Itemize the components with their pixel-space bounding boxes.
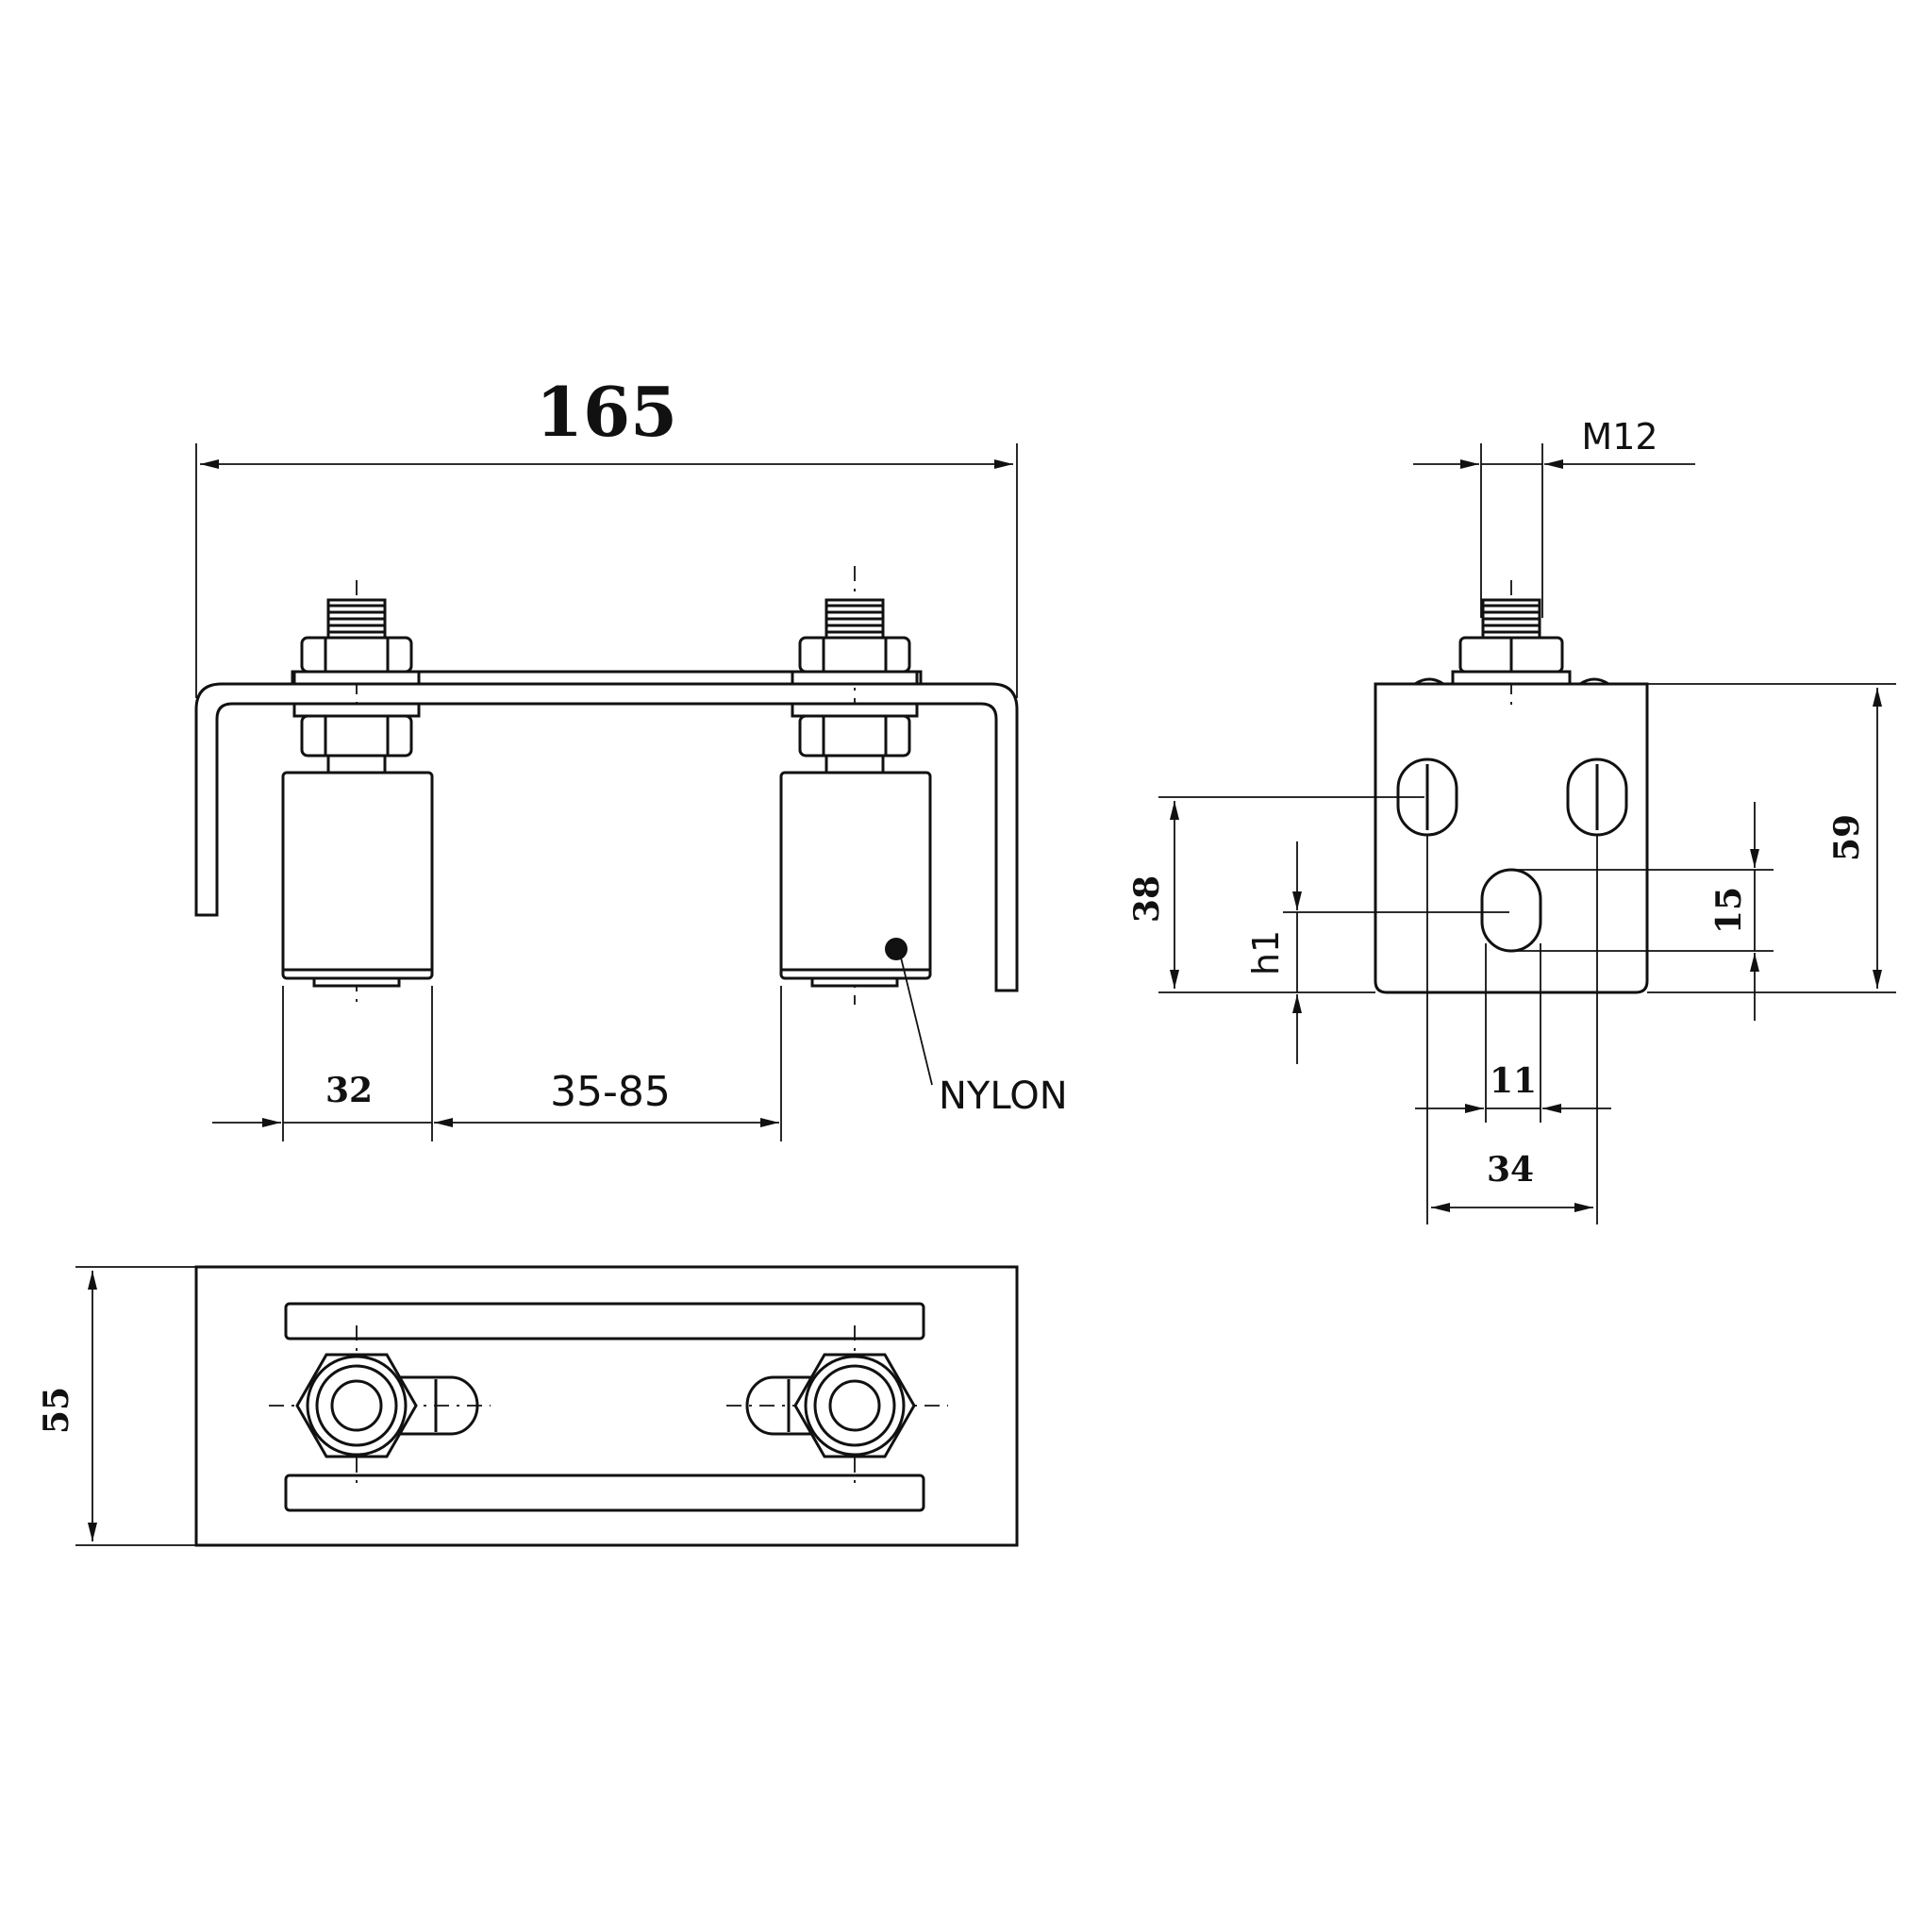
lower-washer (292, 702, 421, 718)
washer (292, 670, 421, 686)
dimension-label-15: 15 (1709, 887, 1749, 934)
right-bolt-assembly (779, 566, 932, 1005)
base-plate (194, 1265, 1019, 1547)
bolt-hole (828, 1379, 881, 1432)
nut-ring (813, 1364, 896, 1447)
bolt-hole (330, 1379, 383, 1432)
dimension-label-38: 38 (1127, 875, 1167, 923)
slot-lug (394, 1375, 479, 1436)
washer (1451, 670, 1572, 686)
dimension-label-165: 165 (536, 372, 677, 452)
dimension-label-59: 59 (1827, 814, 1867, 861)
top-nut (798, 636, 911, 674)
u-bracket (194, 682, 1019, 992)
top-plate (291, 670, 923, 686)
washer (791, 670, 919, 686)
dimension-label-55: 55 (37, 1387, 76, 1434)
slot-lug (745, 1375, 817, 1436)
rail-slot-bottom (284, 1474, 925, 1512)
roller-right (779, 771, 932, 980)
thread-lines (826, 604, 883, 634)
right-nut-top-view (726, 1325, 948, 1491)
dimension-label-34: 34 (1487, 1150, 1534, 1190)
nylon-dot-marker (885, 938, 908, 960)
roller-bottom-ring (312, 976, 401, 988)
left-bolt-assembly (281, 580, 434, 1005)
hex-nut (295, 1353, 418, 1458)
dimension-label-m12: M12 (1581, 416, 1657, 458)
front-view: 165 (194, 372, 1068, 1141)
roller-left (281, 771, 434, 980)
hex-nut (793, 1353, 916, 1458)
slot-lower-center (1480, 868, 1542, 953)
lower-washer (791, 702, 919, 718)
thread-lines (1483, 604, 1540, 634)
washer-ring (804, 1355, 906, 1457)
dimension-label-h1: h1 (1245, 930, 1287, 975)
shaft (824, 754, 885, 774)
nut-ring (315, 1364, 398, 1447)
lower-nut (300, 714, 413, 758)
dimension-label-35-85: 35-85 (550, 1068, 671, 1116)
side-body (1374, 682, 1649, 994)
label-nylon: NYLON (939, 1074, 1068, 1118)
side-view: M12 38 h1 (1127, 416, 1896, 1224)
nylon-leader-line (900, 957, 933, 1086)
shaft (326, 754, 387, 774)
top-nut (300, 636, 413, 674)
top-view: 55 (37, 1265, 1019, 1547)
roller-bottom-ring (810, 976, 899, 988)
left-nut-top-view (269, 1325, 491, 1491)
dimension-label-11: 11 (1490, 1061, 1537, 1101)
thread-lines (328, 604, 385, 634)
lower-nut (798, 714, 911, 758)
rail-slot-top (284, 1302, 925, 1341)
dimension-label-32: 32 (325, 1071, 373, 1110)
washer-ring (306, 1355, 408, 1457)
